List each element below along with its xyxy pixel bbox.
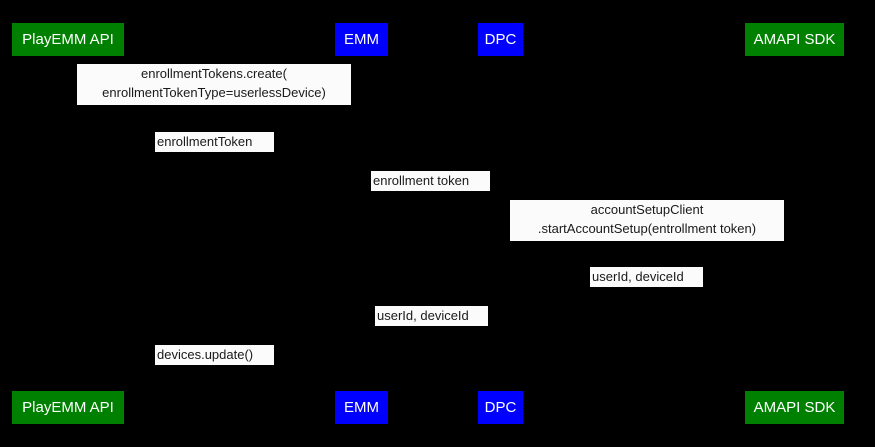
participant-label-amapi-sdk-top: AMAPI SDK — [753, 31, 836, 48]
message-label-devices-update: devices.update() — [155, 345, 274, 365]
participant-label-playemm-api-bottom: PlayEMM API — [22, 399, 114, 416]
arrow-enrollment-token-return — [68, 161, 361, 162]
participant-label-emm-bottom: EMM — [344, 399, 379, 416]
arrow-head-enrollment-tokens-create — [68, 118, 76, 126]
message-label-userid-deviceid-to-emm: userId, deviceId — [375, 306, 488, 326]
participant-playemm-api-top[interactable]: PlayEMM API — [11, 22, 125, 57]
lifeline-emm — [361, 57, 362, 390]
participant-label-playemm-api-top: PlayEMM API — [22, 31, 114, 48]
participant-dpc-top[interactable]: DPC — [477, 22, 524, 57]
participant-label-emm-top: EMM — [344, 31, 379, 48]
participant-label-dpc-bottom: DPC — [484, 399, 517, 416]
arrow-head-start-account-setup — [785, 253, 793, 261]
lifeline-dpc — [500, 57, 501, 390]
message-label-enrollment-token-to-dpc: enrollment token — [371, 171, 490, 191]
lifeline-playemm-api — [68, 57, 69, 390]
participant-emm-bottom[interactable]: EMM — [334, 390, 389, 425]
arrow-devices-update — [68, 374, 361, 375]
participant-playemm-api-bottom[interactable]: PlayEMM API — [11, 390, 125, 425]
message-label-start-account-setup: accountSetupClient .startAccountSetup(en… — [510, 200, 784, 241]
arrow-start-account-setup — [500, 257, 793, 258]
participant-emm-top[interactable]: EMM — [334, 22, 389, 57]
arrow-head-userid-deviceid-to-emm — [361, 331, 369, 339]
participant-amapi-sdk-bottom[interactable]: AMAPI SDK — [744, 390, 845, 425]
arrow-enrollment-tokens-create — [68, 122, 361, 123]
participant-label-amapi-sdk-bottom: AMAPI SDK — [753, 399, 836, 416]
participant-amapi-sdk-top[interactable]: AMAPI SDK — [744, 22, 845, 57]
arrow-userid-deviceid-to-dpc — [500, 296, 793, 297]
arrow-userid-deviceid-to-emm — [361, 335, 500, 336]
arrow-enrollment-token-to-dpc — [361, 196, 500, 197]
message-label-enrollment-token-return: enrollmentToken — [155, 132, 274, 152]
arrow-head-enrollment-token-return — [353, 157, 361, 165]
arrow-head-userid-deviceid-to-dpc — [500, 292, 508, 300]
participant-label-dpc-top: DPC — [484, 31, 517, 48]
message-label-enrollment-tokens-create: enrollmentTokens.create( enrollmentToken… — [77, 64, 351, 105]
arrow-head-devices-update — [68, 370, 76, 378]
arrow-head-enrollment-token-to-dpc — [492, 192, 500, 200]
participant-dpc-bottom[interactable]: DPC — [477, 390, 524, 425]
message-label-userid-deviceid-to-dpc: userId, deviceId — [590, 267, 703, 287]
lifeline-amapi-sdk — [793, 57, 794, 390]
